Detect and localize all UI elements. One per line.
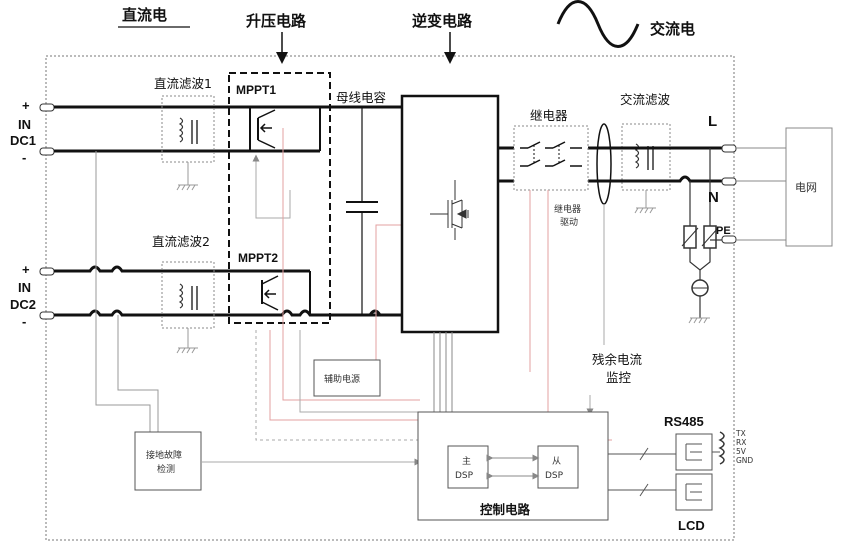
control-label: 控制电路 — [480, 502, 531, 517]
dc2-name-label: DC2 — [10, 297, 36, 312]
master-dsp-box[interactable] — [447, 445, 489, 489]
ground-fault-label-2: 检测 — [157, 463, 175, 475]
dc1-name-label: DC1 — [10, 133, 36, 148]
master-dsp-label-1: 主 — [462, 455, 471, 467]
dc2-sense-line — [117, 315, 159, 432]
ac-sine-wave — [556, 0, 640, 48]
boost-region[interactable] — [228, 72, 331, 324]
ac-filter-label: 交流滤波 — [620, 92, 671, 107]
inverter-title: 逆变电路 — [412, 12, 473, 30]
PE-terminal[interactable] — [721, 235, 737, 244]
dc2-plus-terminal[interactable] — [39, 267, 55, 276]
mppt-red-line1 — [282, 128, 420, 401]
dc-title: 直流电 — [122, 6, 167, 24]
rs485-label: RS485 — [664, 414, 704, 429]
relay-drive-label-2: 驱动 — [560, 217, 578, 228]
dc1-minus-label: - — [22, 150, 26, 165]
relay-box[interactable] — [513, 125, 589, 191]
dc2-minus-terminal[interactable] — [39, 311, 55, 320]
lcd-label: LCD — [678, 518, 705, 533]
current-sensor-ellipse[interactable] — [596, 123, 612, 205]
mppt-red-line2 — [269, 330, 420, 421]
dc1-minus-terminal[interactable] — [39, 147, 55, 156]
dc2-plus-line — [54, 265, 310, 273]
mppt2-label: MPPT2 — [238, 251, 278, 265]
dc-filter2-inductor-icon — [178, 283, 184, 309]
dc2-in-label: IN — [18, 280, 31, 295]
slave-dsp-label-1: 从 — [552, 456, 561, 467]
mppt1-switch-arrow — [259, 123, 272, 133]
dc2-plus-label: + — [22, 262, 30, 277]
master-dsp-label-2: DSP — [455, 471, 474, 481]
dc1-plus-terminal[interactable] — [39, 103, 55, 112]
slave-dsp-label-2: DSP — [545, 471, 564, 481]
dc-filter1-label: 直流滤波1 — [154, 76, 212, 91]
rs485-pin-coils — [718, 431, 725, 465]
dc-filter1-inductor-icon — [178, 117, 184, 143]
enclosure-border — [45, 55, 735, 541]
ac-filter-ground-icon — [634, 207, 656, 214]
grid-box[interactable] — [785, 127, 833, 247]
mppt-gray-line1 — [299, 330, 420, 413]
dc-filter2-ground-icon — [176, 347, 198, 354]
N-label: N — [708, 189, 719, 206]
dc1-sense-line — [95, 151, 151, 432]
dc1-plus-label: + — [22, 98, 30, 113]
PE-label: PE — [716, 225, 731, 237]
dc-filter1-ground-icon — [176, 184, 198, 191]
igbt-icon — [430, 180, 469, 240]
relay-contacts-icon — [520, 141, 582, 167]
N-terminal[interactable] — [721, 177, 737, 186]
ground-fault-box[interactable] — [134, 431, 202, 491]
rs485-pin-tx: TX — [735, 429, 746, 438]
grid-label: 电网 — [795, 181, 817, 194]
boost-title: 升压电路 — [246, 12, 307, 30]
relay-drive-line — [547, 190, 612, 441]
residual-label-2: 监控 — [606, 370, 632, 385]
relay-drive-label-1: 继电器 — [554, 203, 581, 215]
ac-filter-box[interactable] — [621, 123, 671, 191]
mppt2-switch-arrow — [263, 289, 276, 299]
bus-cap-label: 母线电容 — [336, 90, 386, 105]
aux-power-box[interactable] — [313, 359, 381, 397]
inverter-box[interactable] — [400, 94, 500, 334]
L-terminal[interactable] — [721, 144, 737, 153]
rs485-pin-gnd: GND — [736, 456, 753, 465]
rs485-pin-5v: 5V — [736, 447, 747, 456]
dc1-in-label: IN — [18, 117, 31, 132]
ac-title: 交流电 — [650, 20, 695, 38]
relay-label: 继电器 — [530, 108, 568, 123]
L-label: L — [708, 113, 717, 130]
mppt1-label: MPPT1 — [236, 83, 276, 97]
mppt-drive-gray — [255, 165, 291, 219]
mppt-gray-dash1 — [255, 330, 420, 441]
dc-filter2-label: 直流滤波2 — [152, 234, 210, 249]
slave-dsp-box[interactable] — [537, 445, 579, 489]
rs485-pin-rx: RX — [736, 438, 746, 447]
inverter-red-line — [375, 224, 402, 375]
aux-power-label: 辅助电源 — [324, 373, 360, 385]
ground-fault-label-1: 接地故障 — [146, 449, 182, 461]
surge-ground-icon — [688, 317, 710, 324]
residual-label-1: 残余电流 — [592, 352, 643, 367]
dc2-minus-label: - — [22, 314, 26, 329]
